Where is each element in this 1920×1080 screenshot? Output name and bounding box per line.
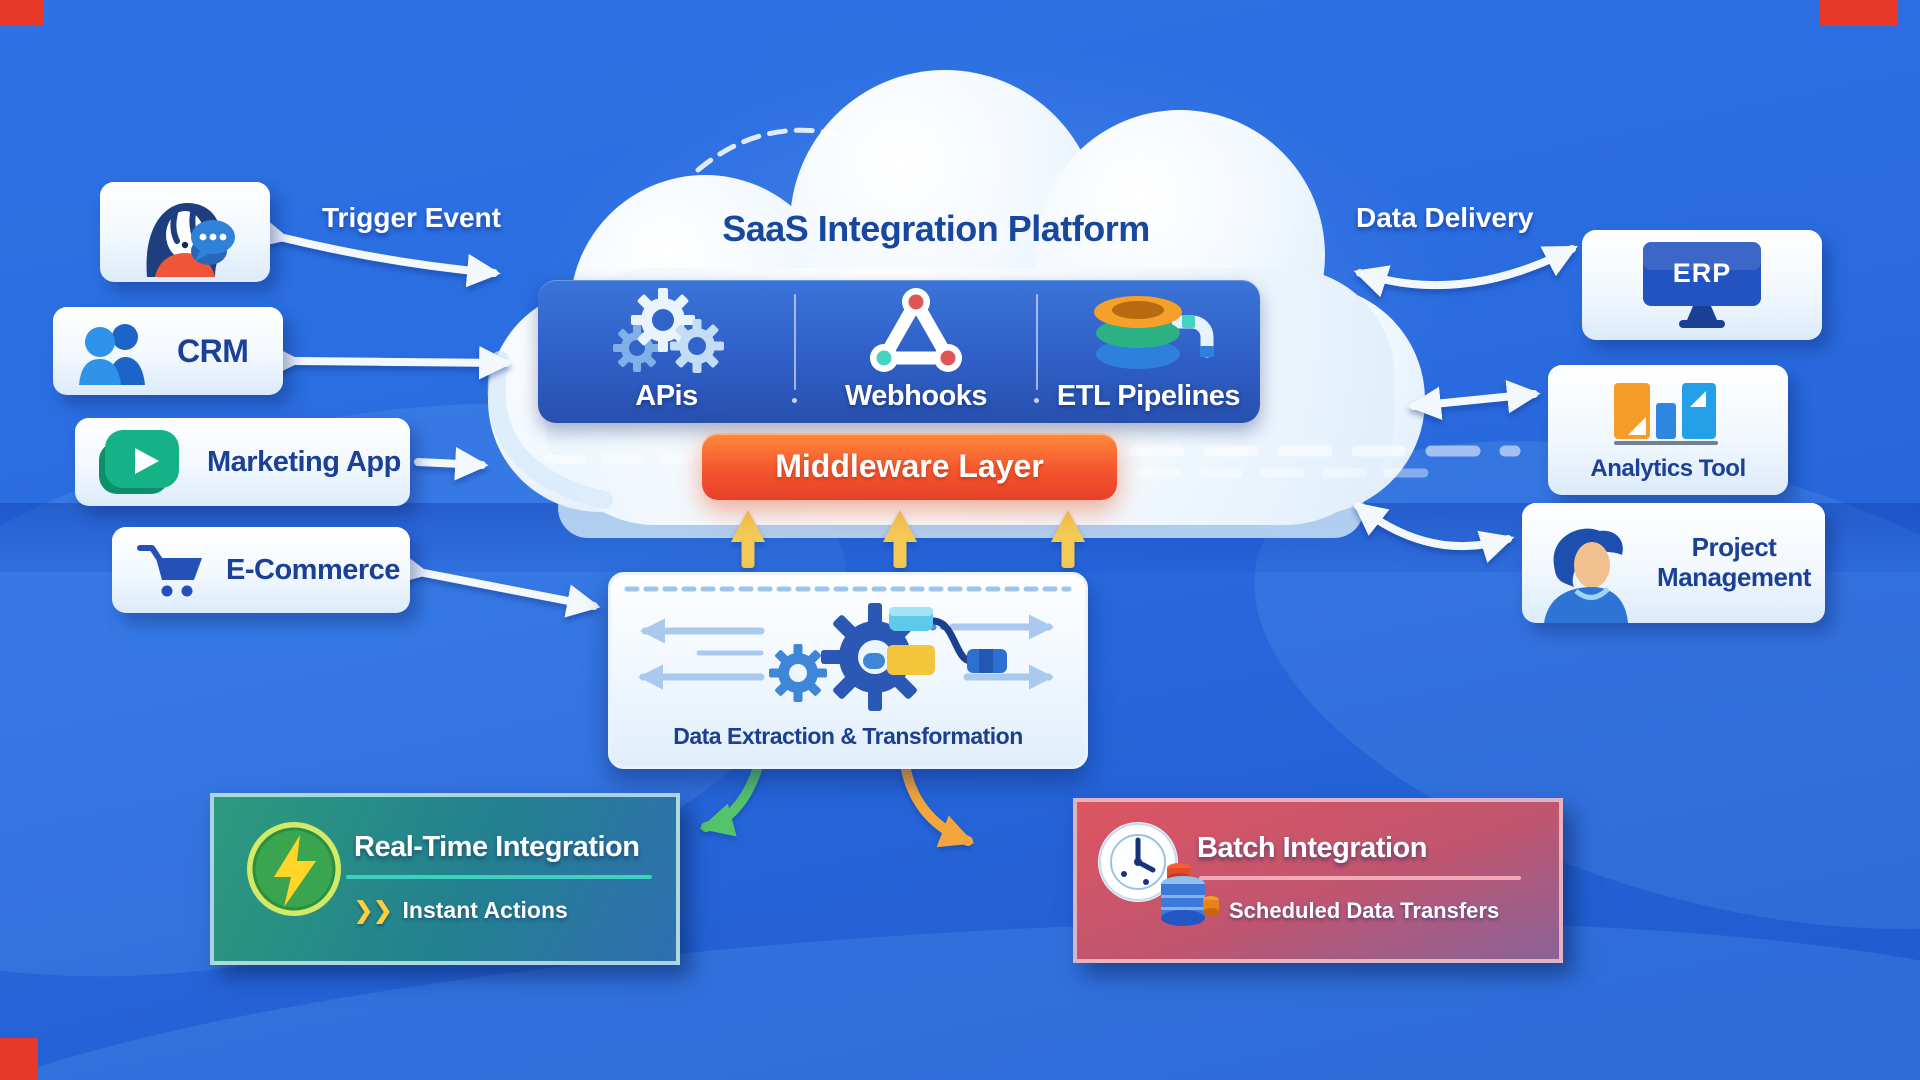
- batch-title: Batch Integration: [1197, 832, 1427, 864]
- component-label: Webhooks: [844, 380, 988, 412]
- clock-database-icon: [1098, 822, 1219, 926]
- person-icon: [1544, 528, 1628, 623]
- destination-label: ERP: [1672, 258, 1732, 288]
- realtime-subtitle: ❯❯ Instant Actions: [354, 897, 568, 924]
- arrow-cloud-analytics: [1407, 379, 1541, 421]
- extraction-transformation-graphic: [624, 586, 1072, 711]
- component-etl: ETL Pipelines: [1037, 280, 1260, 423]
- shopping-cart-icon: [137, 545, 202, 597]
- component-label: ETL Pipelines: [1056, 380, 1241, 412]
- component-label: APis: [635, 380, 698, 412]
- panel-divider: [794, 294, 796, 390]
- middleware-label: Middleware Layer: [775, 448, 1044, 484]
- source-card-crm: CRM: [53, 307, 283, 395]
- megaphone-play-icon: [99, 430, 179, 494]
- diagram-title: SaaS Integration Platform: [722, 208, 1150, 249]
- users-icon: [79, 324, 145, 385]
- trigger-event-label: Trigger Event: [322, 202, 501, 233]
- source-label: CRM: [177, 332, 249, 369]
- source-card-ecommerce: E-Commerce: [112, 527, 410, 613]
- arrow-customer-to-cloud: [253, 215, 501, 288]
- realtime-subtitle-text: Instant Actions: [402, 897, 568, 923]
- arrow-to-batch: [901, 765, 975, 848]
- arrow-ecommerce-to-cloud: [394, 551, 601, 618]
- webhook-icon: [870, 288, 962, 372]
- arrow-to-realtime: [699, 765, 762, 837]
- realtime-title: Real-Time Integration: [354, 831, 640, 863]
- corner-mark: [0, 1038, 38, 1080]
- arrow-marketing-to-cloud: [414, 446, 489, 481]
- component-apis: APis: [538, 280, 795, 423]
- corner-mark: [0, 0, 44, 26]
- panel-divider-dot: [1034, 398, 1039, 403]
- processing-box: Data Extraction & Transformation: [608, 572, 1088, 769]
- destination-card-analytics: Analytics Tool: [1548, 365, 1788, 495]
- batch-integration-box: Batch Integration Scheduled Data Transfe…: [1073, 798, 1563, 963]
- batch-underline: [1199, 876, 1521, 880]
- corner-mark: [1820, 0, 1898, 26]
- realtime-underline: [346, 875, 652, 879]
- arrow-cloud-erp: [1353, 245, 1578, 298]
- chevrons-icon: ❯❯: [354, 897, 393, 923]
- bar-chart-icon: [1614, 383, 1718, 445]
- destination-label: Analytics Tool: [1590, 455, 1746, 482]
- source-card-marketing: Marketing App: [75, 418, 410, 506]
- arrow-cloud-projectmgmt: [1352, 501, 1515, 563]
- monitor-icon: [1643, 242, 1761, 328]
- database-rings-icon: [1093, 296, 1214, 369]
- customer-chat-icon: [146, 203, 235, 277]
- destination-card-projectmgmt: Project Management: [1522, 503, 1825, 623]
- middleware-layer-banner: Middleware Layer: [702, 433, 1117, 500]
- processing-label: Data Extraction & Transformation: [673, 723, 1023, 749]
- realtime-integration-box: Real-Time Integration ❯❯ Instant Actions: [210, 793, 680, 965]
- batch-subtitle: Scheduled Data Transfers: [1229, 898, 1500, 923]
- destination-label: Project Management: [1657, 532, 1811, 592]
- component-webhooks: Webhooks: [795, 280, 1037, 423]
- panel-divider: [1036, 294, 1038, 390]
- source-label: Marketing App: [207, 445, 401, 478]
- destination-card-erp: ERP: [1582, 230, 1822, 340]
- source-card-customer: [100, 182, 270, 282]
- gears-icon: [612, 288, 724, 373]
- data-delivery-label: Data Delivery: [1356, 202, 1534, 233]
- panel-divider-dot: [792, 398, 797, 403]
- cloud-components-panel: APis Webhooks ETL Pipelines: [538, 280, 1260, 423]
- arrow-crm-to-cloud: [268, 343, 513, 380]
- source-label: E-Commerce: [226, 553, 400, 586]
- lightning-icon: [247, 822, 341, 916]
